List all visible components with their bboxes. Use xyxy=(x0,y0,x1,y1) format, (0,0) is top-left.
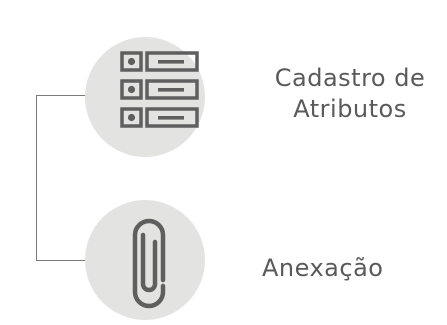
connector-line-top xyxy=(36,95,88,96)
paperclip-icon xyxy=(132,218,166,309)
connector-line-vertical xyxy=(36,95,37,260)
attributes-label: Cadastro de Atributos xyxy=(255,63,445,125)
form-fields-icon xyxy=(120,51,199,128)
attributes-label-line2: Atributos xyxy=(293,95,407,123)
annex-label: Anexação xyxy=(262,254,384,282)
connector-line-bottom xyxy=(36,260,88,261)
attributes-label-line1: Cadastro de xyxy=(274,64,426,92)
